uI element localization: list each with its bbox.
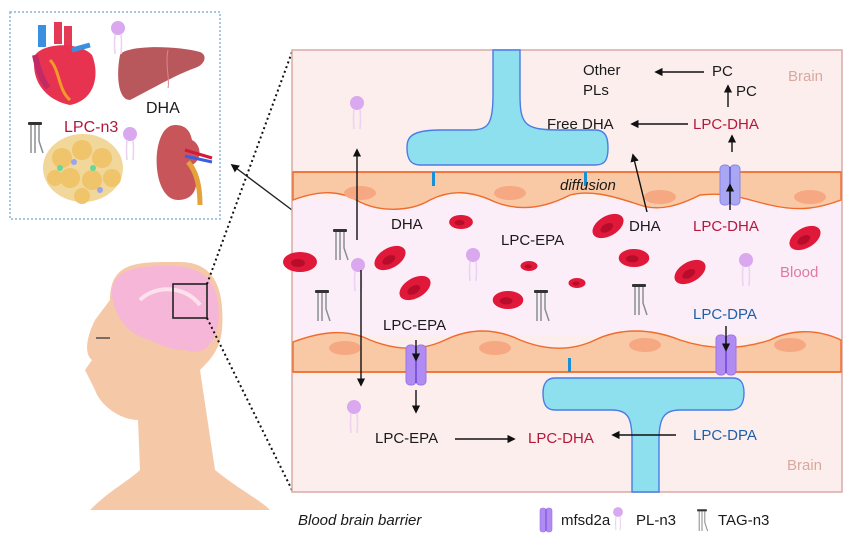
- bbb-panel: [283, 49, 843, 533]
- legend-mfsd2a-icon: [539, 507, 553, 533]
- brain-bottom-label: Brain: [787, 457, 823, 474]
- legend-tag-n3-label: TAG-n3: [718, 512, 770, 529]
- blood-lpc-epa-label: LPC-EPA: [501, 232, 565, 249]
- blood-label: Blood: [780, 264, 819, 281]
- legend-mfsd2a-label: mfsd2a: [561, 512, 611, 529]
- brain-lpc-epa-label: LPC-EPA: [375, 430, 439, 447]
- other-pls-label-2: PLs: [583, 82, 609, 99]
- lpc-dha-blood-label: LPC-DHA: [693, 218, 759, 235]
- pc-label: PC: [712, 63, 733, 80]
- brain-lpc-dha-label: LPC-DHA: [528, 430, 594, 447]
- pc-label-2: PC: [736, 83, 757, 100]
- dha-blood-label: DHA: [629, 218, 661, 235]
- legend-caption: Blood brain barrier: [298, 512, 422, 529]
- blood-lpc-epa-label-2: LPC-EPA: [383, 317, 447, 334]
- organ-inset: [9, 11, 221, 220]
- adipose-tissue-icon: [43, 134, 123, 204]
- legend-pl-n3-label: PL-n3: [636, 512, 677, 529]
- red-blood-cell-icon: [520, 261, 538, 271]
- tight-junction: [432, 172, 435, 186]
- blood-lpc-dpa-label: LPC-DPA: [693, 306, 757, 323]
- red-blood-cell-icon: [283, 252, 317, 272]
- diffusion-label: diffusion: [560, 177, 616, 194]
- liver-icon: [118, 47, 205, 100]
- red-blood-cell-icon: [568, 278, 586, 288]
- legend-tag-icon: [696, 508, 709, 532]
- brain-top-label: Brain: [788, 68, 824, 85]
- uptake-arrow: [230, 163, 293, 211]
- blood-dha-label: DHA: [391, 216, 423, 233]
- free-dha-label: Free DHA: [547, 116, 614, 133]
- human-head-illustration: [85, 261, 270, 510]
- astrocyte-endfoot-top: [406, 49, 609, 166]
- inset-dha-label: DHA: [146, 100, 180, 117]
- brain-lpc-dpa-label: LPC-DPA: [693, 427, 757, 444]
- heart-icon: [32, 22, 96, 105]
- red-blood-cell-icon: [492, 291, 524, 309]
- zoom-region-box: [172, 283, 208, 319]
- inset-lpc-n3-label: LPC-n3: [64, 119, 119, 136]
- other-pls-label: Other: [583, 62, 621, 79]
- kidney-icon: [156, 125, 213, 206]
- zoom-guide-bottom: [206, 317, 293, 491]
- red-blood-cell-icon: [449, 215, 473, 229]
- red-blood-cell-icon: [618, 249, 650, 267]
- tight-junction: [584, 172, 587, 186]
- tight-junction: [568, 358, 571, 372]
- legend-pl-icon: [612, 506, 624, 531]
- zoom-guide-top: [206, 51, 293, 285]
- lpc-dha-brain-label: LPC-DHA: [693, 116, 759, 133]
